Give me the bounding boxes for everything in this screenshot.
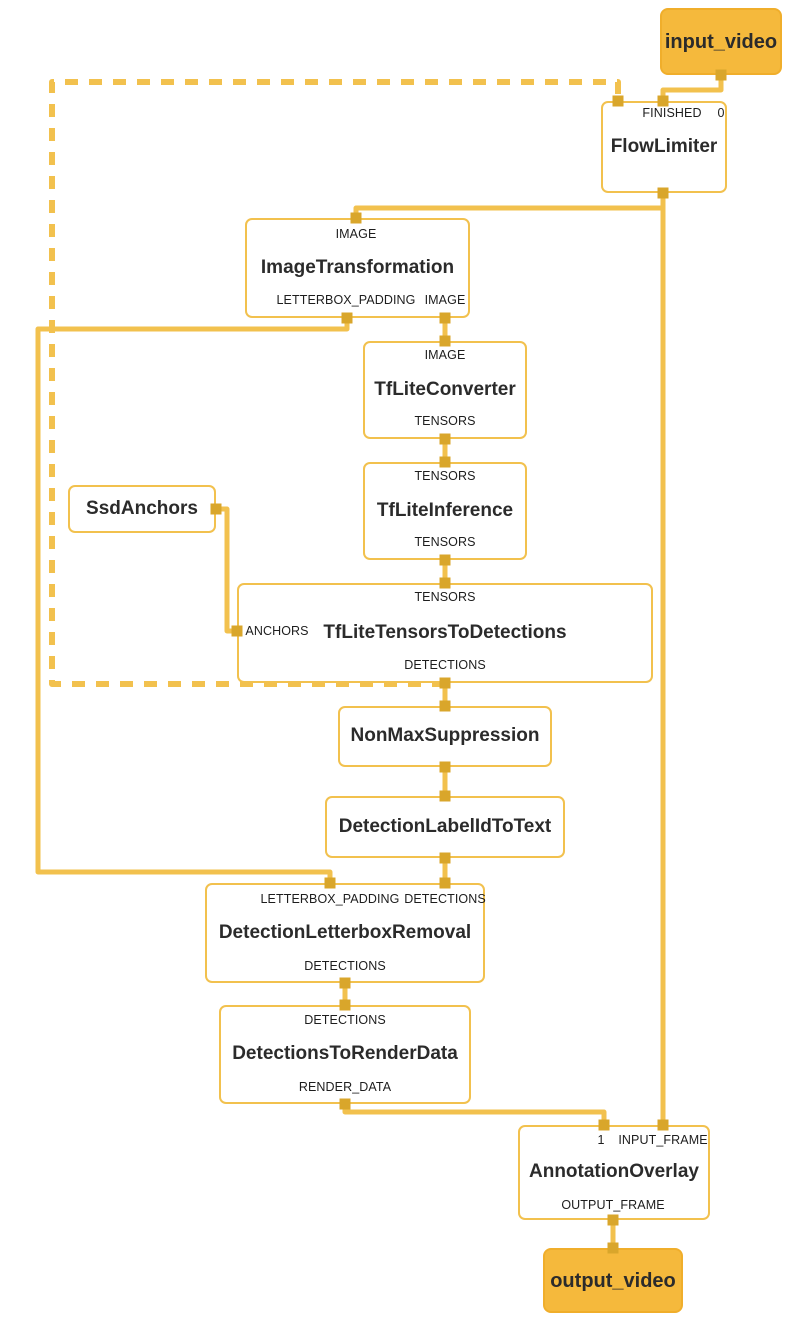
node-title: ImageTransformation: [260, 256, 455, 278]
port-nms-in[interactable]: [439, 700, 451, 712]
port-tensors_to_det-in-tensors[interactable]: [439, 577, 451, 589]
node-title: DetectionsToRenderData: [232, 1043, 458, 1065]
port-label-letterbox_rm-detections: DETECTIONS: [404, 892, 486, 906]
node-title: AnnotationOverlay: [529, 1161, 699, 1183]
node-nms[interactable]: NonMaxSuppression: [338, 706, 552, 767]
port-label-to_render-render_data: RENDER_DATA: [298, 1080, 392, 1094]
node-tflite_infer[interactable]: TfLiteInference: [363, 462, 527, 560]
node-input_video[interactable]: input_video: [660, 8, 782, 75]
port-label-flow_limiter-finished: FINISHED: [642, 106, 702, 120]
port-label-image_transform-image: IMAGE: [335, 227, 377, 241]
port-letterbox_rm-in-letterbox_padding[interactable]: [324, 877, 336, 889]
port-to_render-in-detections[interactable]: [339, 999, 351, 1011]
port-label-overlay-input_frame: INPUT_FRAME: [618, 1133, 708, 1147]
port-input_video-out[interactable]: [715, 69, 727, 81]
node-title: TfLiteConverter: [374, 378, 516, 400]
port-label-tflite_conv-image: IMAGE: [424, 348, 466, 362]
port-to_render-out-render_data[interactable]: [339, 1098, 351, 1110]
port-label-tflite_infer-tensors: TENSORS: [414, 535, 476, 549]
port-overlay-in-input_frame[interactable]: [657, 1119, 669, 1131]
port-tflite_conv-in-image[interactable]: [439, 335, 451, 347]
port-tensors_to_det-in-anchors[interactable]: [231, 625, 243, 637]
port-flow_limiter-in-0[interactable]: [657, 95, 669, 107]
node-title: TfLiteInference: [376, 499, 514, 521]
node-title: output_video: [550, 1269, 676, 1292]
port-flow_limiter-out[interactable]: [657, 187, 669, 199]
port-image_transform-out-image[interactable]: [439, 312, 451, 324]
node-title: TfLiteTensorsToDetections: [323, 621, 567, 643]
port-label-letterbox_rm-letterbox_padding: LETTERBOX_PADDING: [260, 892, 400, 906]
port-label-tensors_to_det-detections: DETECTIONS: [404, 658, 486, 672]
port-label_to_text-out[interactable]: [439, 852, 451, 864]
port-ssd_anchors-out[interactable]: [210, 503, 222, 515]
port-overlay-out-output_frame[interactable]: [607, 1214, 619, 1226]
node-tensors_to_det[interactable]: TfLiteTensorsToDetections: [237, 583, 653, 683]
node-ssd_anchors[interactable]: SsdAnchors: [68, 485, 216, 533]
port-flow_limiter-in-finished[interactable]: [612, 95, 624, 107]
node-overlay[interactable]: AnnotationOverlay: [518, 1125, 710, 1220]
node-image_transform[interactable]: ImageTransformation: [245, 218, 470, 318]
port-label-tensors_to_det-tensors: TENSORS: [414, 590, 476, 604]
port-output_video-in[interactable]: [607, 1242, 619, 1254]
port-label-tflite_infer-tensors: TENSORS: [414, 469, 476, 483]
node-label_to_text[interactable]: DetectionLabelIdToText: [325, 796, 565, 858]
edge-input_video-to-flow_limiter: [660, 75, 724, 101]
port-image_transform-in-image[interactable]: [350, 212, 362, 224]
port-letterbox_rm-in-detections[interactable]: [439, 877, 451, 889]
port-image_transform-out-letterbox_padding[interactable]: [341, 312, 353, 324]
edge-to_render-to-overlay: [342, 1104, 607, 1125]
node-title: SsdAnchors: [86, 497, 198, 519]
port-nms-out[interactable]: [439, 761, 451, 773]
node-title: NonMaxSuppression: [350, 725, 540, 747]
node-title: DetectionLetterboxRemoval: [218, 921, 472, 943]
port-tflite_infer-in-tensors[interactable]: [439, 456, 451, 468]
port-label-image_transform-letterbox_padding: LETTERBOX_PADDING: [276, 293, 416, 307]
node-title: FlowLimiter: [610, 135, 718, 157]
port-overlay-in-1[interactable]: [598, 1119, 610, 1131]
port-label-flow_limiter-0: 0: [717, 106, 725, 120]
port-label-image_transform-image: IMAGE: [424, 293, 466, 307]
port-tensors_to_det-out-detections[interactable]: [439, 677, 451, 689]
node-title: DetectionLabelIdToText: [338, 815, 552, 837]
port-letterbox_rm-out-detections[interactable]: [339, 977, 351, 989]
port-label-to_render-detections: DETECTIONS: [304, 1013, 386, 1027]
port-label-tflite_conv-tensors: TENSORS: [414, 414, 476, 428]
port-label-tensors_to_det-anchors: ANCHORS: [245, 624, 309, 638]
port-label-letterbox_rm-detections: DETECTIONS: [304, 959, 386, 973]
port-label-overlay-1: 1: [597, 1133, 605, 1147]
edge-flow_limiter-to-image_transform: [353, 193, 666, 218]
port-tflite_infer-out-tensors[interactable]: [439, 554, 451, 566]
port-label_to_text-in[interactable]: [439, 790, 451, 802]
edge-ssd_anchors-to-tensors_to_det: [216, 506, 237, 634]
node-output_video[interactable]: output_video: [543, 1248, 683, 1313]
port-label-overlay-output_frame: OUTPUT_FRAME: [561, 1198, 665, 1212]
node-title: input_video: [664, 30, 778, 53]
port-tflite_conv-out-tensors[interactable]: [439, 433, 451, 445]
